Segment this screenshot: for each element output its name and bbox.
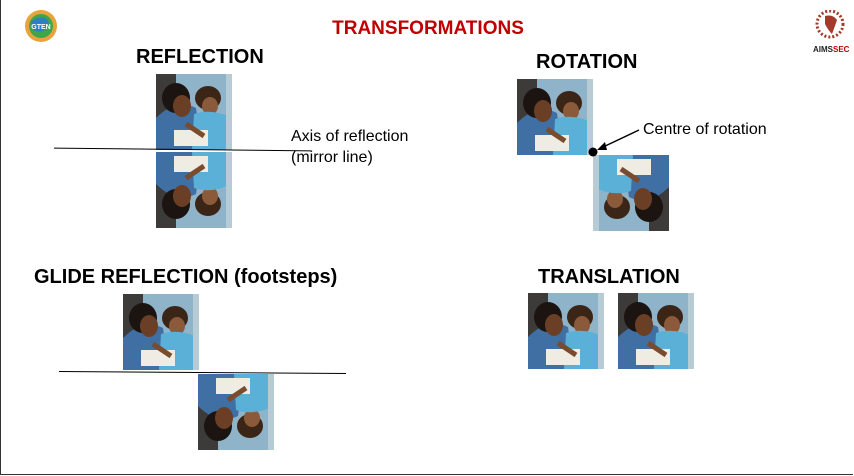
centre-of-rotation-marker (588, 129, 640, 157)
centre-of-rotation-label: Centre of rotation (643, 121, 767, 138)
translation-translated-photo (618, 293, 694, 369)
glide-reflected-photo (198, 374, 274, 450)
slide-title: TRANSFORMATIONS (332, 18, 524, 39)
arrowhead-icon (597, 142, 607, 150)
glide-original-photo (123, 294, 199, 370)
gten-logo-text: GTEN (31, 24, 50, 31)
axis-label-line-2: (mirror line) (291, 149, 373, 166)
centre-point (588, 147, 598, 157)
rotation-rotated-photo (593, 155, 669, 231)
aims-sec-logo: AIMSSEC (813, 9, 849, 54)
centre-pointer-arrow (600, 129, 640, 149)
glide-reflection-heading: GLIDE REFLECTION (footsteps) (34, 266, 338, 288)
aims-sec-text: AIMSSEC (813, 45, 849, 54)
rotation-heading: ROTATION (536, 51, 638, 73)
reflection-mirrored-photo (156, 152, 232, 228)
reflection-heading: REFLECTION (136, 46, 264, 68)
translation-heading: TRANSLATION (538, 266, 680, 288)
axis-of-reflection-label: Axis of reflection (mirror line) (291, 126, 408, 168)
aims-text-main: AIMS (813, 45, 833, 54)
gten-logo: GTEN (23, 8, 59, 49)
reflection-original-photo (156, 74, 232, 150)
aims-text-accent: SEC (833, 45, 850, 54)
translation-original-photo (528, 293, 604, 369)
axis-label-line-1: Axis of reflection (291, 128, 409, 145)
africa-map-icon (815, 9, 845, 39)
globe-icon: GTEN (25, 10, 57, 42)
rotation-original-photo (517, 79, 593, 155)
